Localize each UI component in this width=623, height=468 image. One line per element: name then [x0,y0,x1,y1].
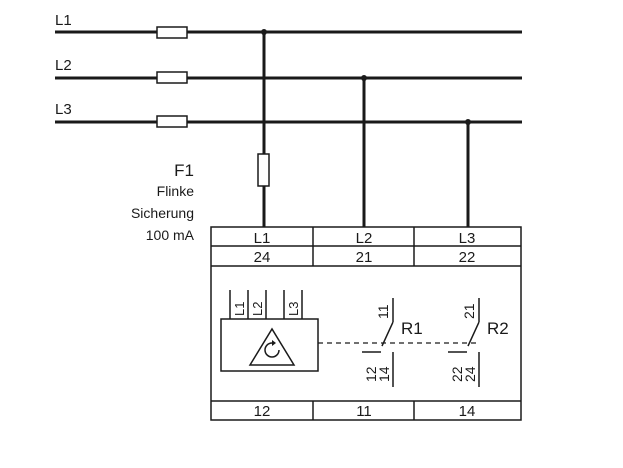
r2-terminal-21: 21 [461,303,477,319]
fuse-l3 [156,115,188,128]
terminal-14: 14 [459,403,476,420]
line-fuses [156,26,188,128]
r1-terminal-14: 14 [376,366,392,382]
r1-terminal-11: 11 [375,304,391,319]
relay-r1-contact: 11 12 14 R1 [362,298,423,387]
fuse-f1-line2: Sicherung [131,205,194,221]
r2-terminal-24: 24 [462,366,478,382]
monitor-box [220,318,319,372]
terminal-12: 12 [254,403,271,420]
terminal-11: 11 [356,403,372,420]
phase-triangle-icon [248,327,296,366]
fuse-f1-label: F1 Flinke Sicherung 100 mA [131,161,195,243]
phase-monitor-module: L1 L2 L3 [220,290,319,372]
relay-device: L1 L2 L3 24 21 22 12 11 14 L1 L2 L3 11 [210,226,522,421]
terminal-24: 24 [254,249,271,266]
junction-l1 [261,29,267,35]
line-l3-label: L3 [55,101,72,118]
line-l2-label: L2 [55,57,72,74]
r1-label: R1 [401,319,423,338]
fuse-l2 [156,71,188,84]
line-l1-label: L1 [55,12,72,29]
supply-lines: L1 L2 L3 [55,12,522,124]
r2-terminal-22: 22 [449,366,465,382]
terminal-top-l1: L1 [254,230,271,247]
terminal-22: 22 [459,249,476,266]
rotation-arrow-icon [264,342,280,358]
r1-terminal-12: 12 [363,366,379,382]
monitor-input-l2: L2 [250,302,265,316]
fuse-f1-name: F1 [174,161,194,180]
monitor-input-l3: L3 [286,302,301,316]
vertical-wires [257,29,471,227]
fuse-f1-line3: 100 mA [146,227,195,243]
relay-r2-contact: 21 22 24 R2 [448,298,509,387]
terminal-21: 21 [356,249,373,266]
monitor-input-l1: L1 [232,302,247,316]
fuse-f1-line1: Flinke [157,183,195,199]
terminal-top-l3: L3 [459,230,476,247]
fuse-l1 [156,26,188,39]
junction-l2 [361,75,367,81]
fuse-f1 [257,153,270,187]
r2-label: R2 [487,319,509,338]
junction-l3 [465,119,471,125]
terminal-top-l2: L2 [356,230,373,247]
